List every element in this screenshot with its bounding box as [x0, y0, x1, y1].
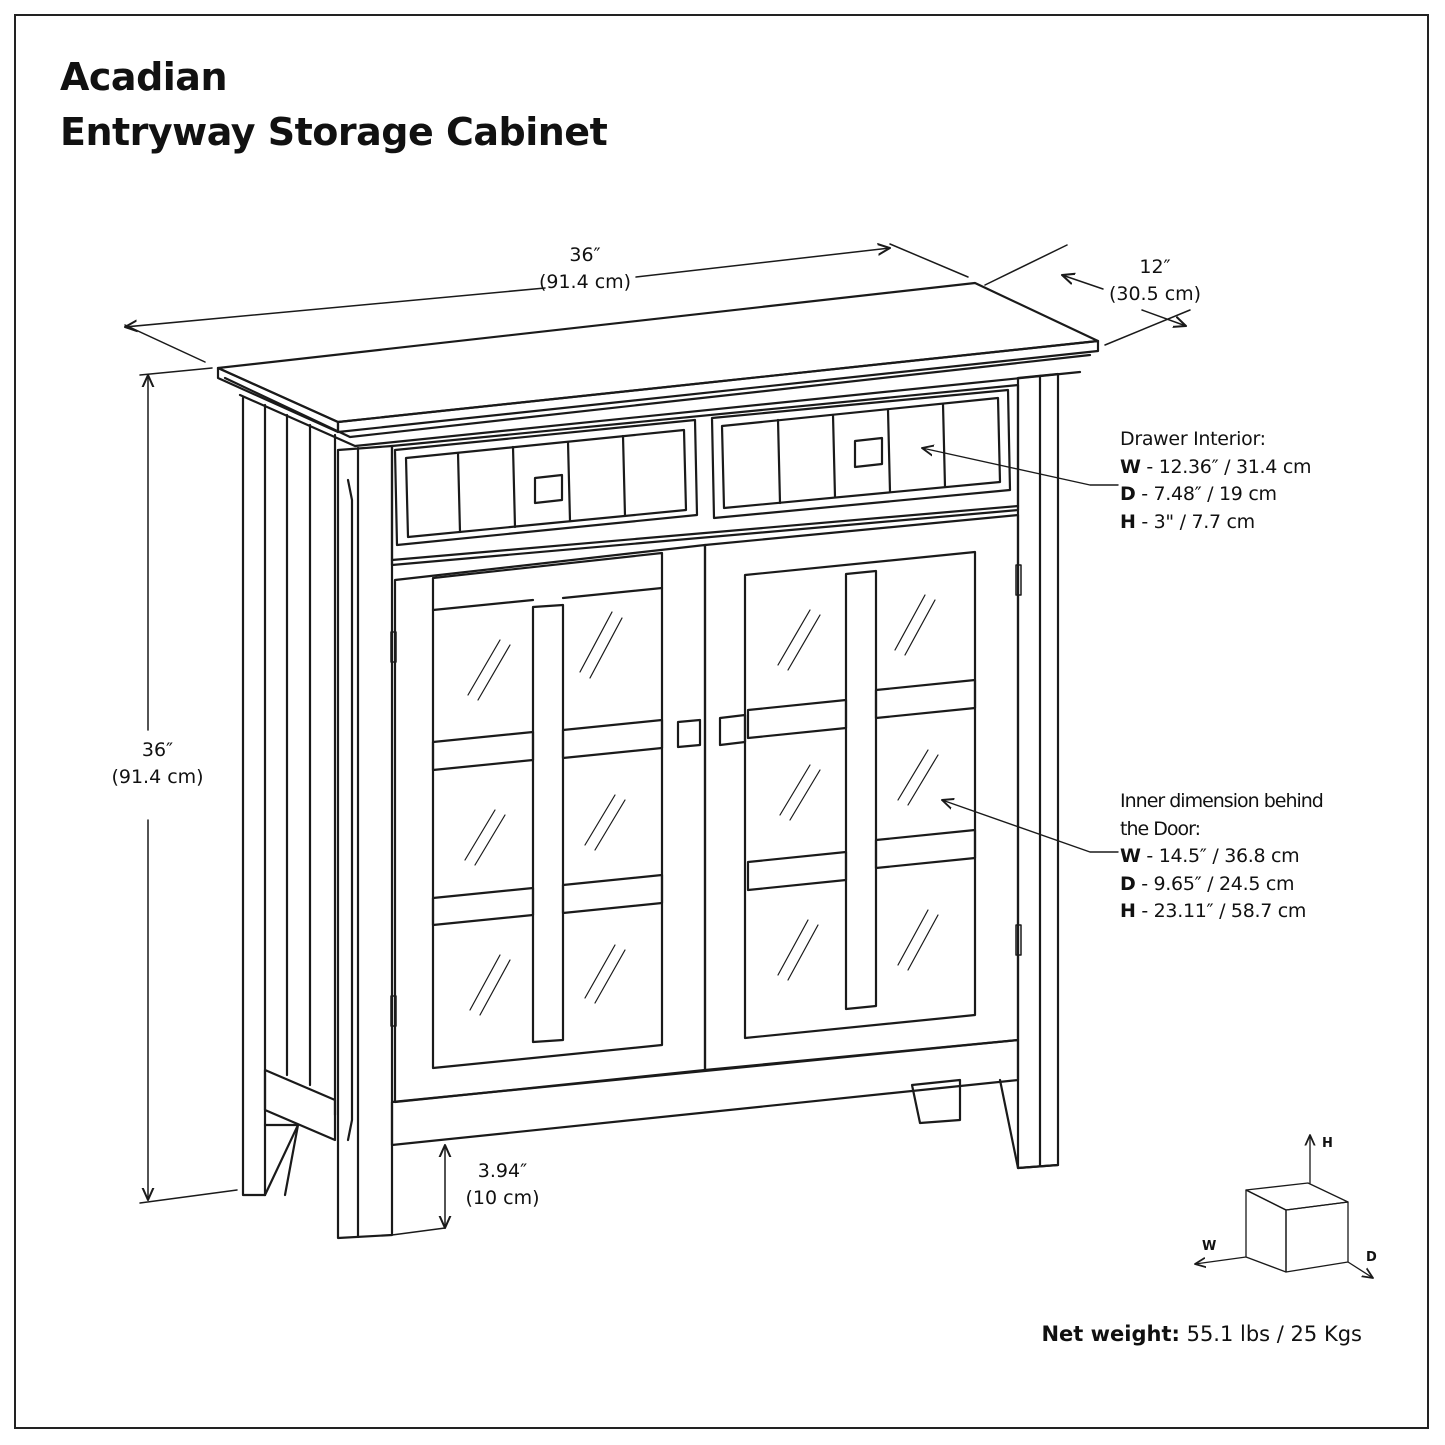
axis-cube-icon [1195, 1135, 1373, 1278]
net-weight: Net weight: 55.1 lbs / 25 Kgs [1041, 1322, 1362, 1346]
drawer-interior-specs: Drawer Interior: W - 12.36″ / 31.4 cm D … [1120, 428, 1312, 533]
product-name: Acadian [60, 55, 228, 99]
cabinet-top [216, 281, 1100, 448]
height-dimension-line [139, 367, 238, 1204]
inner-leader-line [942, 800, 1119, 853]
inner-dimension-specs: Inner dimension behind the Door: W - 14.… [1120, 790, 1324, 922]
left-drawer [393, 418, 699, 547]
cabinet-side [241, 396, 337, 1197]
door-hinges [390, 564, 1022, 1027]
axis-label-w: W [1202, 1239, 1217, 1254]
diagram-frame [14, 14, 1429, 1429]
axis-label-d: D [1366, 1250, 1377, 1265]
drawer-leader-line [922, 448, 1119, 486]
front-left-post [336, 444, 394, 1240]
product-type: Entryway Storage Cabinet [60, 110, 608, 154]
right-drawer [710, 388, 1012, 520]
left-door [393, 543, 707, 1104]
front-right-post [1016, 372, 1060, 1170]
depth-dimension-label: 12″(30.5 cm) [1108, 256, 1202, 305]
width-dimension-label: 36″(91.4 cm) [538, 244, 632, 293]
leg-dimension-line [391, 1145, 445, 1236]
bottom-apron [390, 1038, 1020, 1147]
drawer-area [390, 383, 1020, 567]
depth-dimension-line [984, 244, 1191, 346]
axis-label-h: H [1322, 1136, 1333, 1151]
right-door [703, 513, 1020, 1072]
leg-height-label: 3.94″(10 cm) [465, 1160, 540, 1209]
width-dimension-line [125, 244, 969, 363]
glass-reflections [464, 594, 939, 1016]
height-dimension-label: 36″(91.4 cm) [111, 739, 204, 788]
cabinet-legs [263, 1078, 1060, 1197]
